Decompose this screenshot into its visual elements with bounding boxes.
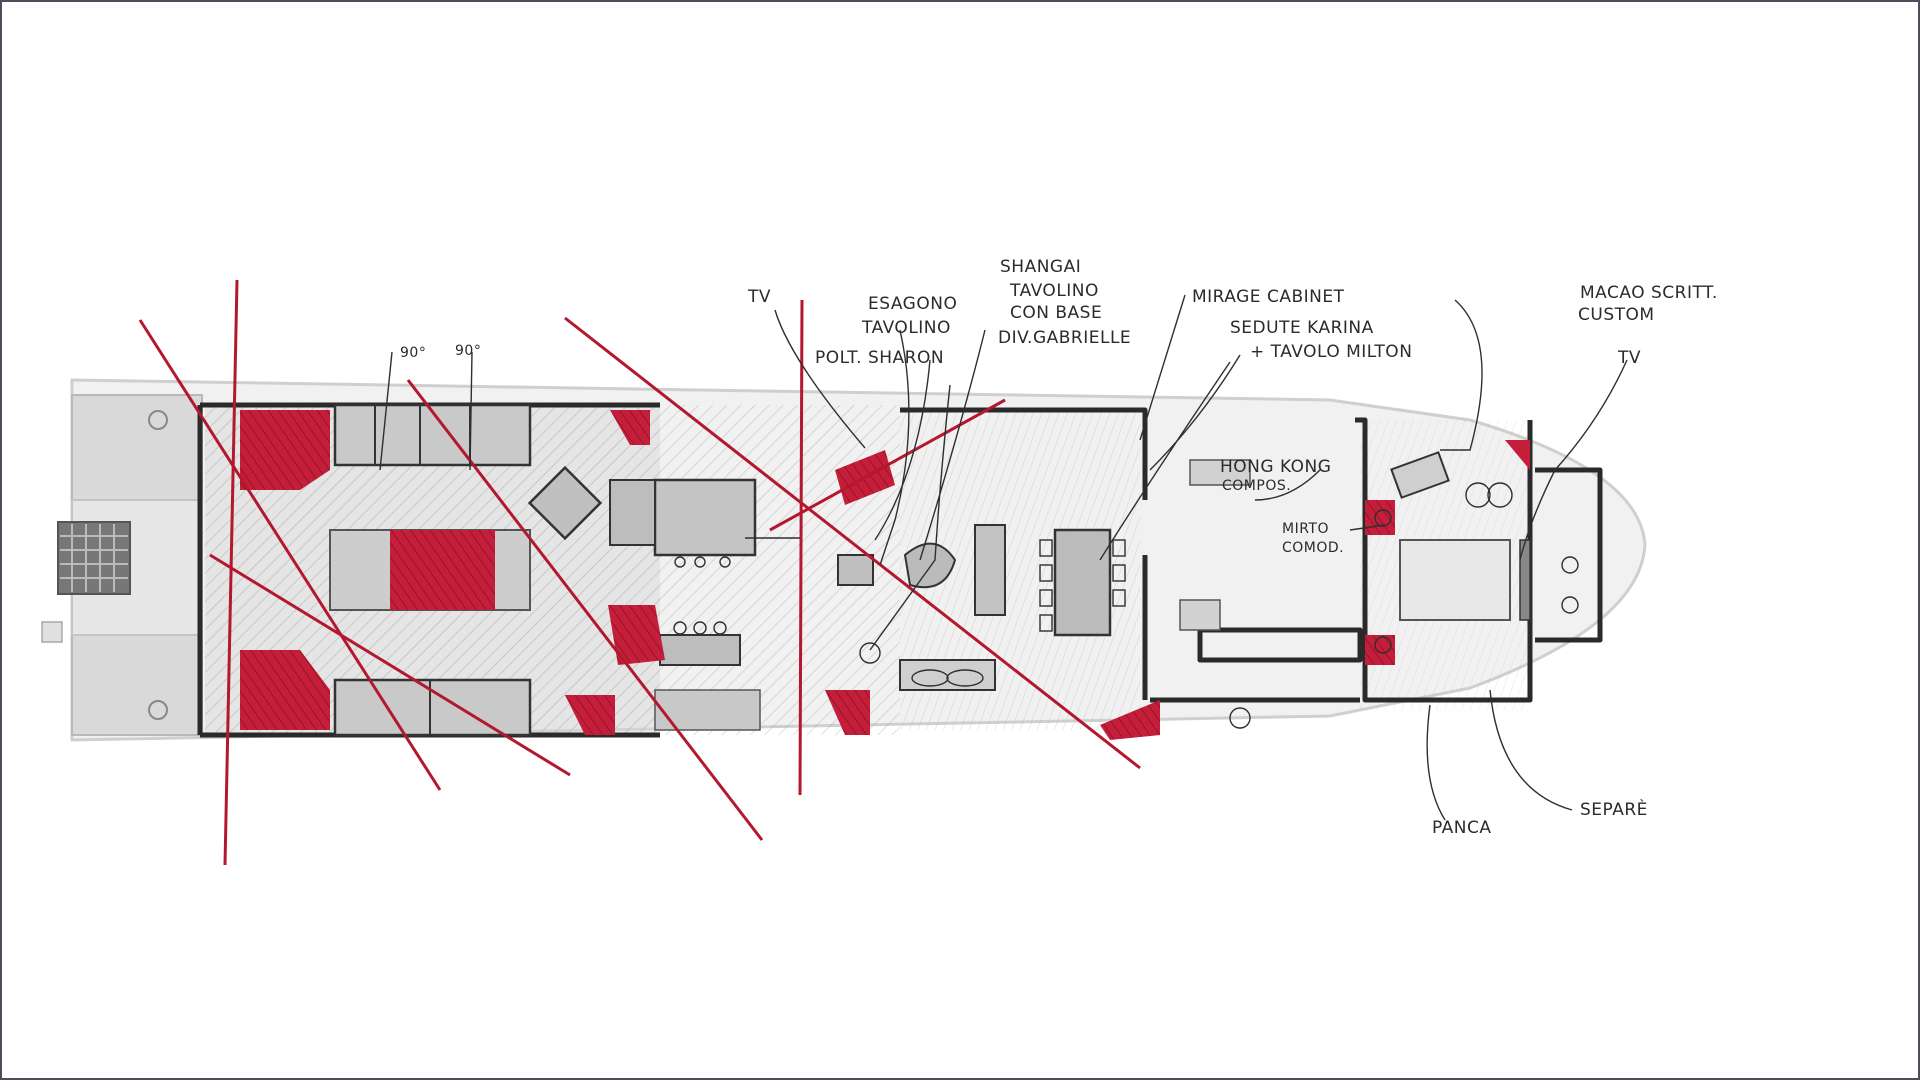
label-esagono-tavolino: TAVOLINO: [861, 318, 951, 338]
label-hong-kong: HONG KONG: [1220, 457, 1331, 477]
stern-platform: [41, 394, 203, 736]
label-esagono: ESAGONO: [868, 294, 957, 314]
label-mirage-cabinet: MIRAGE CABINET: [1192, 287, 1345, 307]
label-macao-custom: CUSTOM: [1578, 305, 1655, 325]
leader-lines: [379, 294, 1628, 821]
label-panca: PANCA: [1432, 818, 1492, 838]
label-hong-kong-compos: COMPOS.: [1222, 478, 1291, 494]
label-mirto: MIRTO: [1282, 521, 1329, 537]
label-angle-2: 90°: [455, 343, 481, 359]
label-tavolo-milton: + TAVOLO MILTON: [1250, 342, 1412, 362]
red-construction-lines: [138, 279, 1141, 866]
annotations: TV ESAGONO TAVOLINO SHANGAI TAVOLINO CON…: [400, 257, 1718, 838]
stern-grille-icon: [57, 521, 131, 595]
label-polt-sharon: POLT. SHARON: [815, 348, 944, 368]
label-div-gabrielle: DIV.GABRIELLE: [998, 328, 1131, 348]
salon-furniture: [329, 403, 761, 737]
cabin-furniture: [1374, 451, 1579, 654]
dining-furniture: [837, 459, 1251, 729]
label-macao: MACAO SCRITT.: [1580, 283, 1718, 303]
label-sedute-karina: SEDUTE KARINA: [1230, 318, 1374, 338]
label-tv-right: TV: [1617, 348, 1641, 368]
label-mirto-comod: COMOD.: [1282, 540, 1344, 556]
red-highlight-zones: [240, 410, 1530, 740]
label-angle-1: 90°: [400, 345, 426, 361]
label-shangai-tavolino: TAVOLINO: [1009, 281, 1099, 301]
label-shangai: SHANGAI: [1000, 257, 1081, 277]
label-shangai-con-base: CON BASE: [1010, 303, 1102, 323]
label-tv-left: TV: [747, 287, 771, 307]
label-separe: SEPARÈ: [1580, 798, 1648, 820]
